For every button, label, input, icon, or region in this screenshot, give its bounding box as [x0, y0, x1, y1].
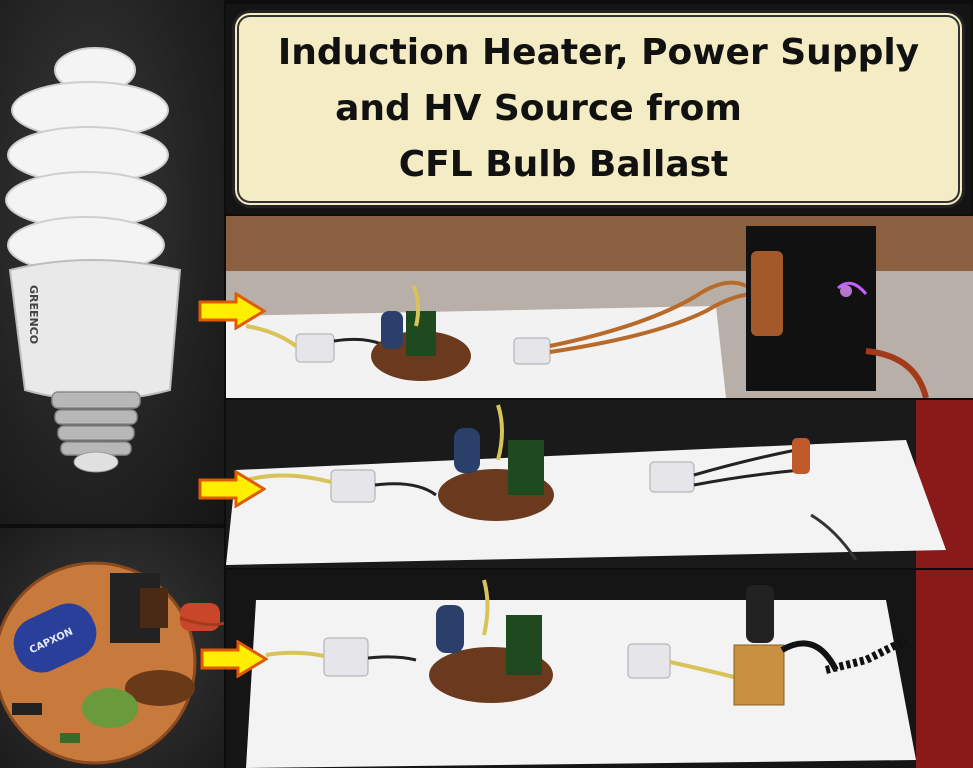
title-line-3: CFL Bulb Ballast [398, 144, 729, 185]
arrow-right-icon [198, 292, 266, 330]
title-line-1: Induction Heater, Power Supply [277, 32, 920, 73]
title-banner: Induction Heater, Power Supply and HV So… [226, 4, 971, 214]
arrow-right-icon [200, 640, 268, 678]
power-supply-photo [226, 570, 973, 768]
ballast-board-photo: CAPXON [0, 528, 224, 768]
arrow-right-icon [198, 470, 266, 508]
hv-source-photo [226, 216, 973, 398]
cfl-bulb-photo: GREENCO [0, 0, 224, 524]
bulb-brand-label: GREENCO [27, 285, 40, 344]
title-card: Induction Heater, Power Supply and HV So… [232, 10, 965, 208]
title-line-2: and HV Source from [335, 88, 742, 129]
induction-heater-photo [226, 400, 973, 568]
